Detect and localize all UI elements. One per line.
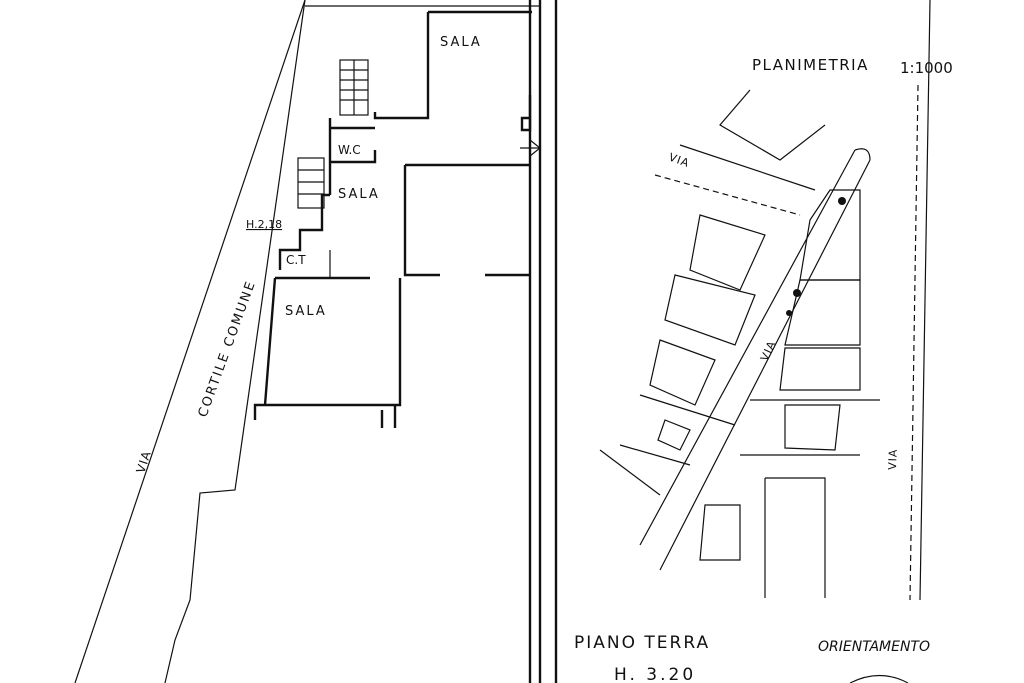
lot-east-3 — [779, 347, 861, 391]
entrance-arrow — [520, 139, 541, 157]
road-curve — [854, 148, 871, 161]
lot-lines-west — [599, 394, 736, 496]
footer: PIANO TERRA H. 3.20 ORIENTAMENTO — [574, 633, 930, 683]
middle-room-walls — [403, 163, 530, 277]
height-mark: H.2,18 — [246, 218, 282, 231]
tree-2 — [793, 289, 801, 297]
street-label-left: VIA — [134, 449, 154, 475]
site-plan: PLANIMETRIA 1:1000 VIA VIA VIA — [599, 0, 953, 601]
lot-east-2 — [784, 279, 861, 346]
building-1 — [689, 214, 766, 291]
upper-sala-door — [520, 95, 532, 132]
east-road-edge — [919, 0, 931, 601]
side-road-edge — [679, 144, 816, 191]
stairs-top — [339, 59, 369, 116]
street-label-site-3: VIA — [886, 448, 900, 470]
lower-sala-door — [380, 405, 397, 428]
floor-name: PIANO TERRA — [574, 633, 710, 653]
side-road-dash-1 — [654, 174, 801, 216]
building-3 — [649, 339, 716, 406]
building-4 — [657, 419, 691, 451]
lot-lines-east — [740, 399, 880, 456]
lot-east-5 — [764, 477, 826, 598]
stepped-wall — [278, 193, 330, 270]
upper-sala-walls — [373, 10, 532, 120]
street-label-site-1: VIA — [667, 151, 691, 170]
floor-plan: SALA W.C SALA SALA C.T H.2,18 CORTILE CO… — [74, 0, 558, 683]
north-building — [719, 89, 826, 161]
stairs-middle — [297, 157, 325, 209]
street-boundary-line — [74, 0, 306, 683]
room-label-sala-middle: SALA — [338, 187, 380, 202]
site-plan-title: PLANIMETRIA — [752, 56, 869, 74]
site-plan-scale: 1:1000 — [900, 59, 953, 77]
orientation-label: ORIENTAMENTO — [818, 639, 930, 655]
courtyard-boundary-line — [164, 0, 306, 683]
street-label-site-2: VIA — [758, 338, 779, 363]
tree-1 — [838, 197, 846, 205]
room-label-sala-lower: SALA — [285, 304, 327, 319]
road-edge-right — [659, 159, 871, 571]
building-2 — [664, 274, 756, 346]
room-label-wc: W.C — [338, 143, 361, 157]
wc-walls — [328, 118, 377, 195]
east-road-dash — [909, 84, 919, 601]
tree-3 — [786, 310, 792, 316]
room-label-sala-upper: SALA — [440, 35, 482, 50]
building-east-4 — [784, 404, 841, 451]
lower-sala-walls — [253, 276, 402, 420]
floor-height: H. 3.20 — [614, 665, 696, 683]
compass-icon — [849, 674, 909, 683]
courtyard-label: CORTILE COMUNE — [196, 278, 260, 419]
road-edge-left — [639, 149, 856, 546]
room-label-ct: C.T — [286, 253, 306, 267]
building-5 — [699, 504, 741, 561]
